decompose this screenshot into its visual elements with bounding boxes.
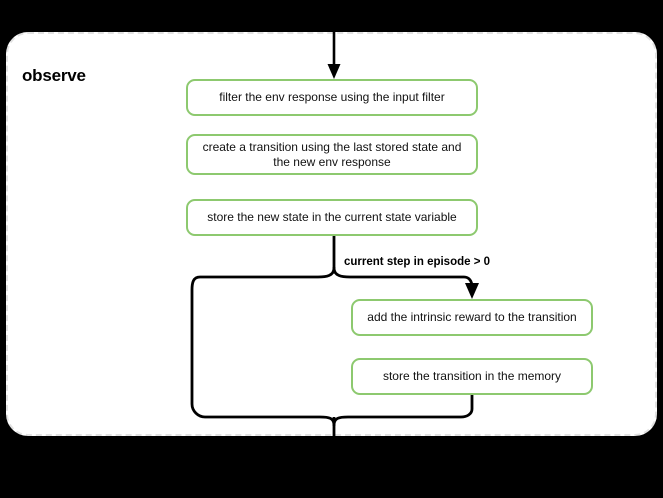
node-store-new-state[interactable]: store the new state in the current state…: [186, 199, 478, 236]
node-filter-env-response[interactable]: filter the env response using the input …: [186, 79, 478, 116]
node-label: create a transition using the last store…: [202, 139, 462, 169]
node-label: store the transition in the memory: [382, 369, 562, 383]
node-create-transition[interactable]: create a transition using the last store…: [186, 134, 478, 175]
node-store-transition[interactable]: store the transition in the memory: [351, 358, 593, 395]
node-label: filter the env response using the input …: [219, 90, 445, 104]
node-add-intrinsic-reward[interactable]: add the intrinsic reward to the transiti…: [351, 299, 593, 336]
node-label: store the new state in the current state…: [207, 210, 457, 224]
edge-condition-label: current step in episode > 0: [344, 256, 491, 268]
group-title: observe: [22, 66, 86, 85]
node-label: add the intrinsic reward to the transiti…: [367, 310, 577, 324]
